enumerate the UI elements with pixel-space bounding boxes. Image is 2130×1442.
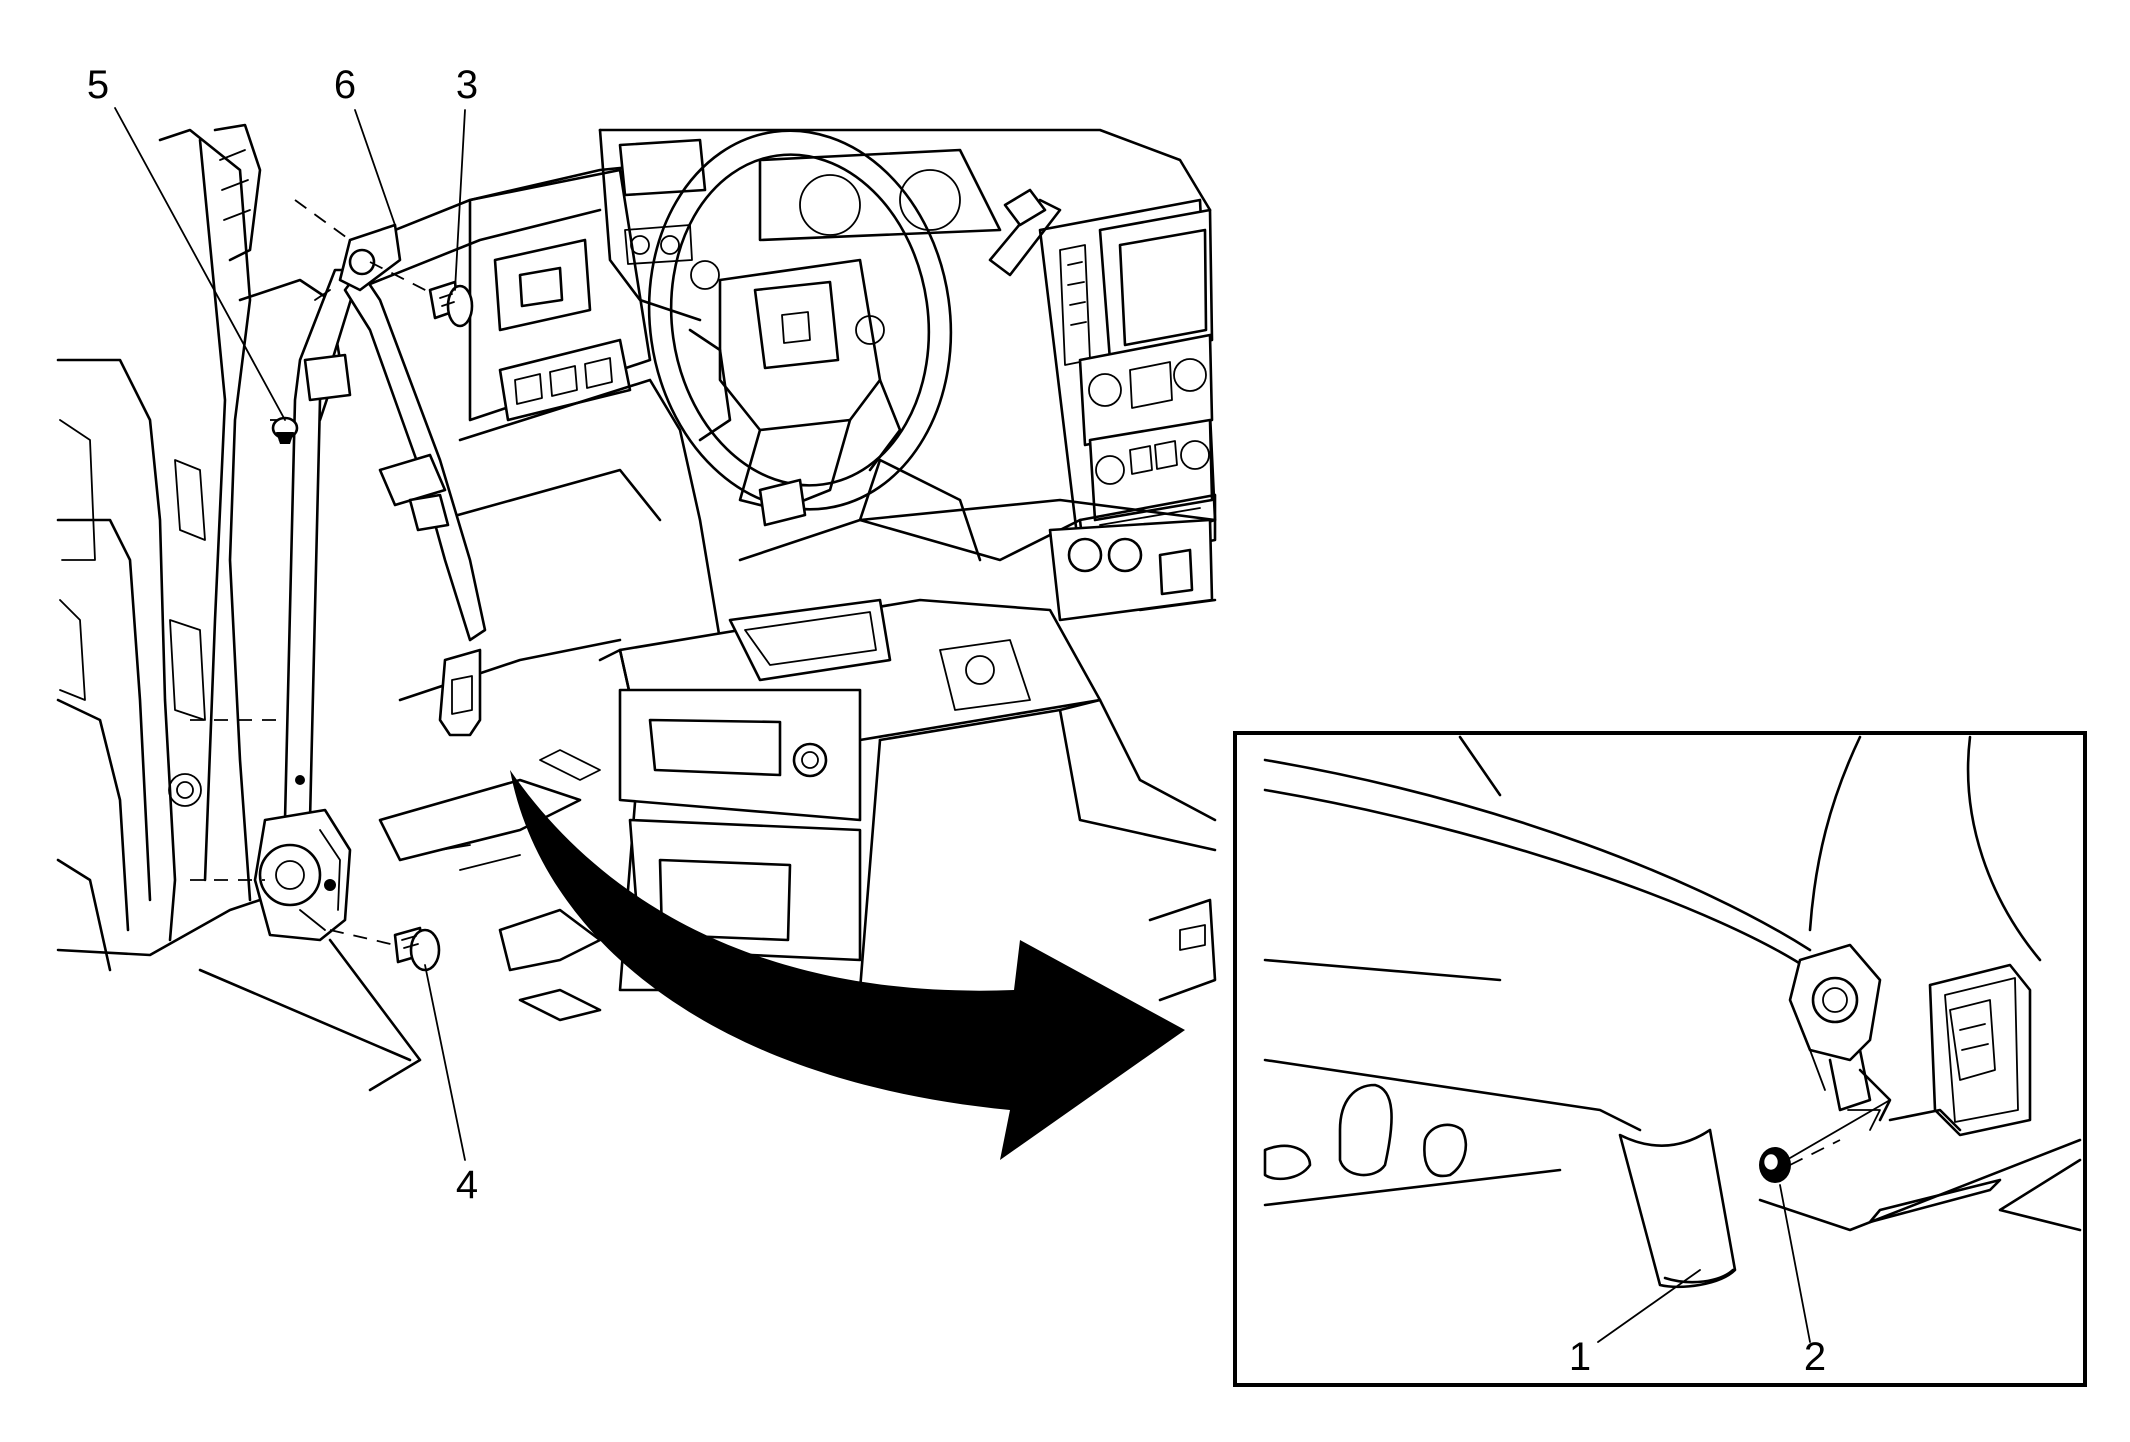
vehicle-interior-view <box>56 107 1217 1161</box>
clip-5-icon <box>271 416 299 444</box>
detail-inset <box>1233 731 2087 1387</box>
bolt-3-icon <box>428 280 474 328</box>
door-panel <box>438 168 722 722</box>
callout-5: 5 <box>87 63 109 107</box>
callout-6: 6 <box>334 63 356 107</box>
fasteners <box>271 280 474 972</box>
callout-2: 2 <box>1804 1335 1826 1379</box>
callout-1: 1 <box>1569 1335 1591 1379</box>
door-pillar <box>56 128 262 972</box>
pillar-opening <box>1888 963 2032 1137</box>
belt-anchor <box>1788 943 1892 1131</box>
seat-switches <box>1263 1083 1467 1181</box>
bolt-2-icon <box>1759 1099 1891 1183</box>
callout-4: 4 <box>456 1163 478 1207</box>
dashboard <box>598 128 1217 567</box>
leader-lines <box>114 107 466 1161</box>
floor <box>198 458 1217 1092</box>
callout-3: 3 <box>456 63 478 107</box>
callout-labels: 5 6 3 4 1 2 <box>87 63 1826 1379</box>
curved-arrow-icon <box>510 770 1185 1160</box>
center-console <box>598 498 1217 992</box>
seat-belt-assembly <box>190 199 487 946</box>
bolt-4-icon <box>393 926 441 972</box>
steering-wheel <box>647 129 953 512</box>
